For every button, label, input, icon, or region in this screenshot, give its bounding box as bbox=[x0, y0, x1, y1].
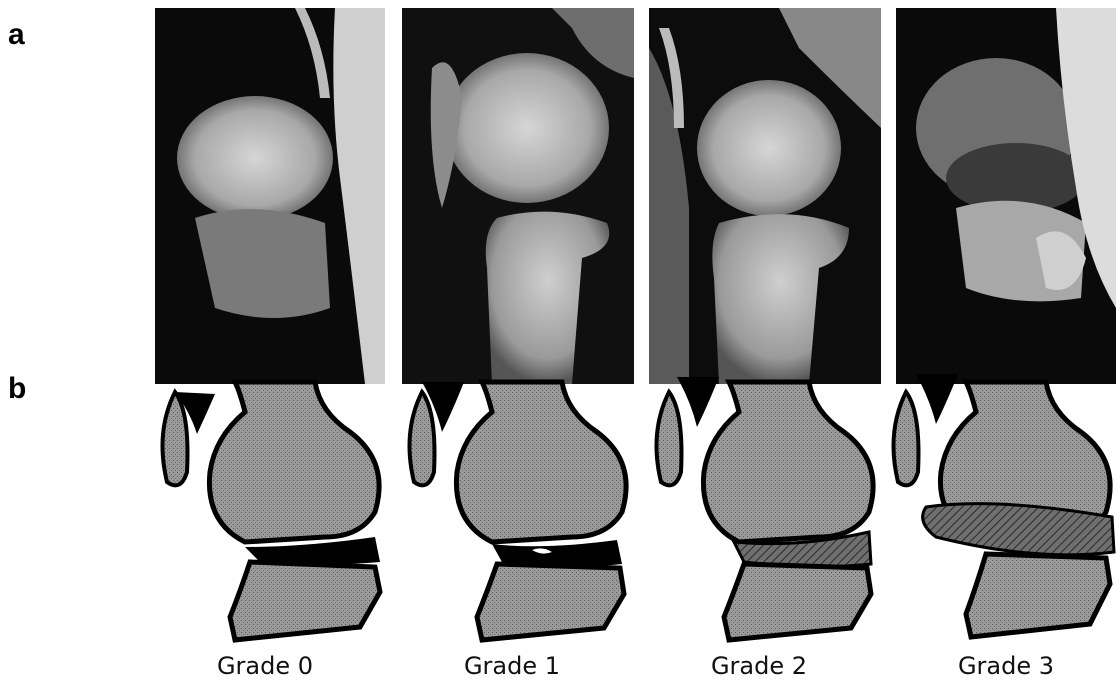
schematic-grade-3 bbox=[876, 372, 1116, 652]
mri-image-grade-1 bbox=[402, 8, 634, 384]
mri-image-grade-3 bbox=[896, 8, 1116, 384]
grade-label-1: Grade 1 bbox=[412, 652, 612, 680]
panel-label-a: a bbox=[8, 18, 25, 52]
grade-label-3: Grade 3 bbox=[906, 652, 1106, 680]
schematic-grade-1 bbox=[392, 372, 632, 652]
grade-label-2: Grade 2 bbox=[659, 652, 859, 680]
schematic-grade-2 bbox=[639, 372, 879, 652]
mri-image-grade-0 bbox=[155, 8, 385, 384]
schematic-grade-0 bbox=[145, 372, 385, 652]
mri-image-grade-2 bbox=[649, 8, 881, 384]
grade-label-0: Grade 0 bbox=[165, 652, 365, 680]
panel-label-b: b bbox=[8, 372, 26, 406]
